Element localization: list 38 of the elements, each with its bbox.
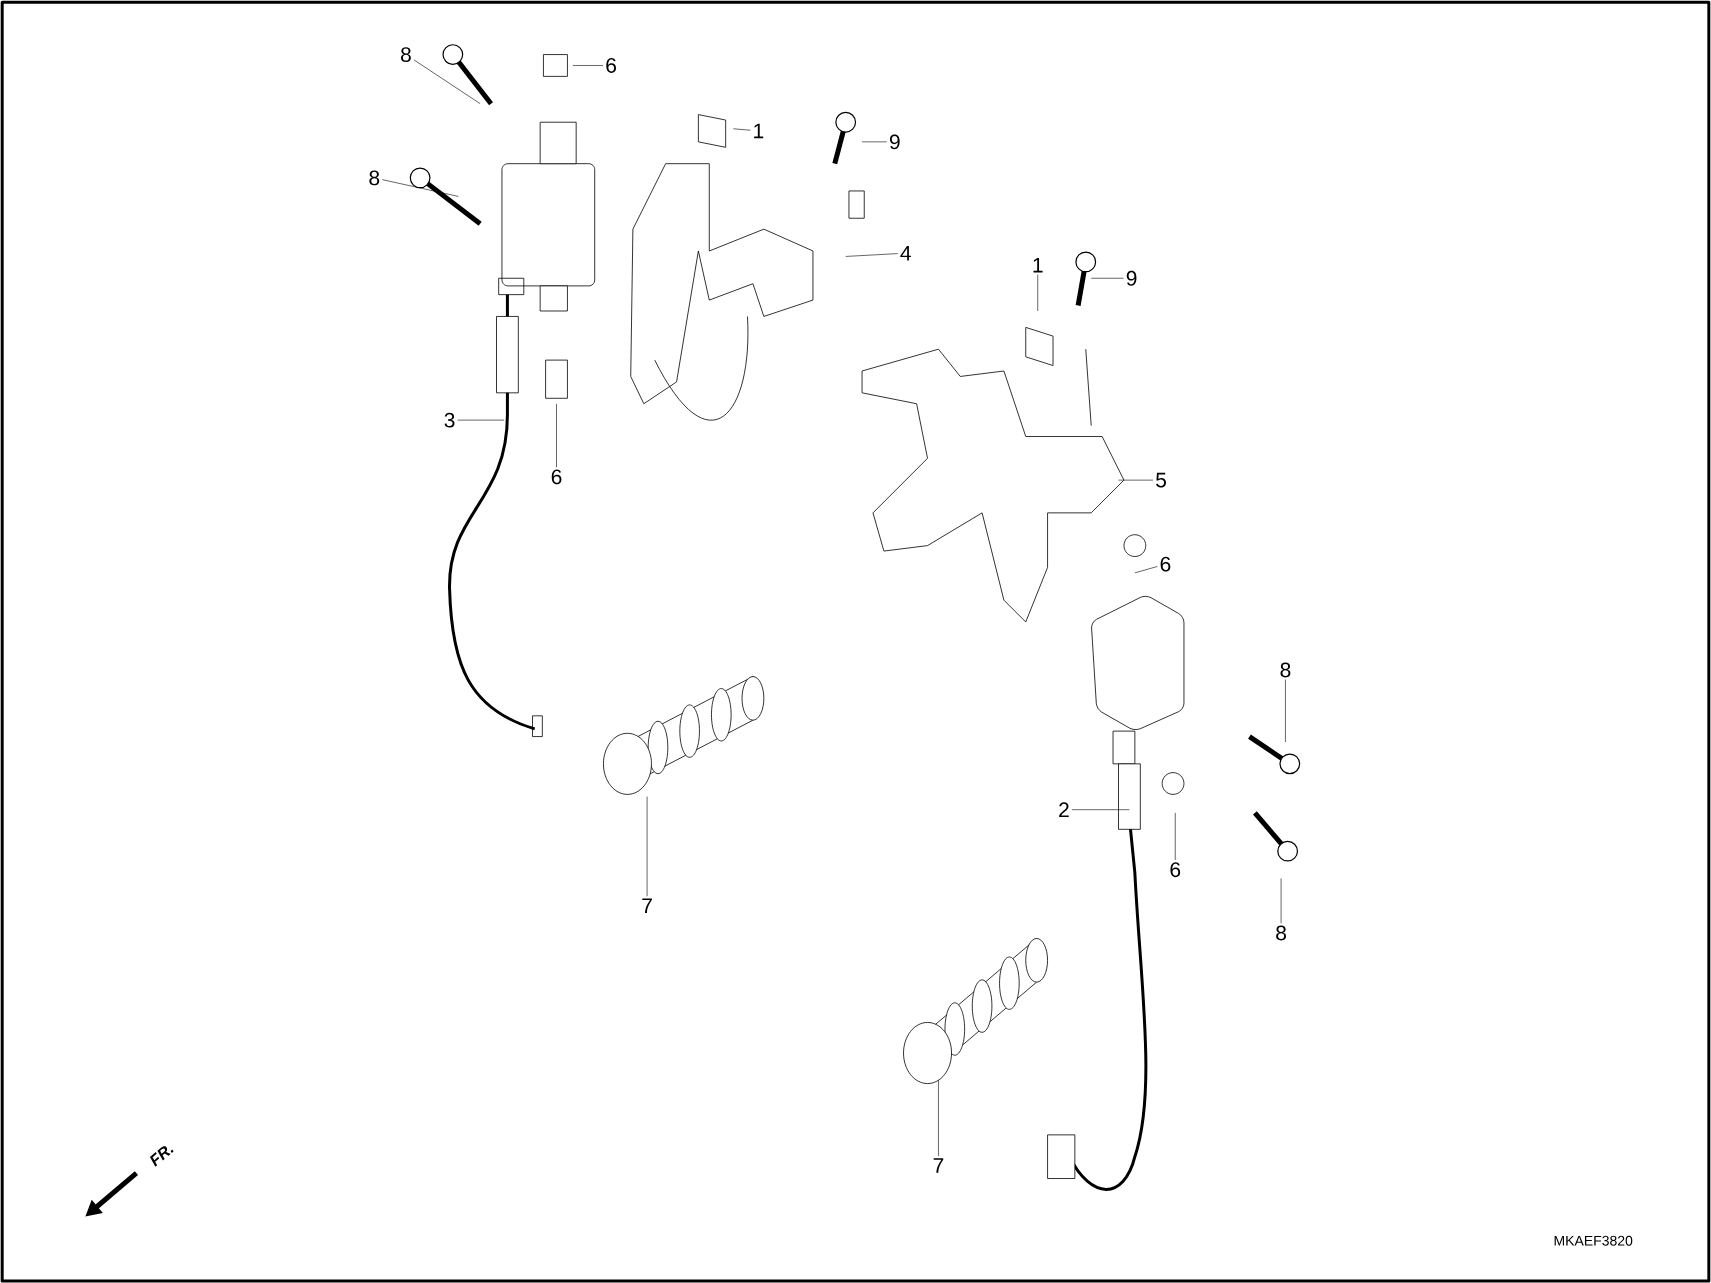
- callout-number: 6: [1170, 862, 1181, 877]
- leader-line: [1118, 479, 1154, 481]
- leader-line: [845, 253, 898, 257]
- callout-number: 6: [551, 469, 562, 485]
- leader-line: [1285, 679, 1286, 743]
- callout-number: 8: [1280, 662, 1291, 678]
- leader-line: [1134, 566, 1158, 574]
- label: MKAEF3820: [1554, 1235, 1633, 1246]
- callout-number: 8: [401, 47, 411, 62]
- callout-number: 6: [1160, 556, 1171, 572]
- leader-line: [646, 796, 648, 897]
- leader-line: [938, 1079, 939, 1157]
- callout-number: 7: [933, 1158, 944, 1173]
- callout-number: 6: [606, 57, 616, 73]
- leader-line: [1174, 812, 1176, 861]
- callout-number: 4: [900, 245, 911, 261]
- callout-number: 9: [1126, 270, 1137, 286]
- callout-number: 8: [1276, 925, 1286, 941]
- callout-number: 7: [642, 898, 652, 913]
- leader-line: [457, 419, 505, 421]
- leader-line: [733, 128, 751, 131]
- leader-line: [382, 179, 459, 197]
- leader-line: [1037, 274, 1039, 312]
- leader-line: [556, 403, 557, 468]
- leader-line: [572, 65, 604, 66]
- callout-number: 5: [1156, 472, 1166, 488]
- leader-line: [1071, 809, 1130, 810]
- leader-line: [413, 59, 481, 104]
- label: FR.: [149, 1146, 174, 1167]
- callout-number: 3: [444, 412, 455, 428]
- callout-number: 2: [1059, 802, 1069, 817]
- leader-line: [1280, 878, 1282, 924]
- callout-number: 9: [889, 134, 900, 150]
- leader-line: [861, 141, 888, 143]
- callout-number: 8: [369, 170, 380, 186]
- callout-number: 1: [1033, 257, 1043, 273]
- callout-number: 1: [754, 123, 764, 139]
- leader-line: [1090, 277, 1124, 279]
